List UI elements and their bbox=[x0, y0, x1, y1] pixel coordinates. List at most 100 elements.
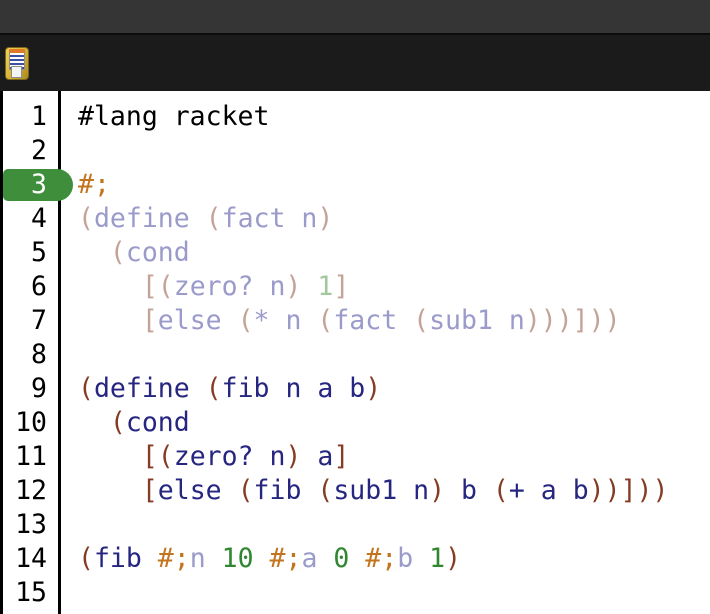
code-segment-paren: ( bbox=[237, 475, 254, 506]
code-line[interactable]: 10 (cond bbox=[3, 406, 710, 440]
code-segment-id: fib bbox=[93, 543, 158, 574]
code-segment-fadeParen: ] bbox=[333, 271, 350, 302]
code-text: [(zero? n) 1] bbox=[78, 270, 349, 304]
code-segment-paren: [ bbox=[78, 475, 158, 506]
code-segment-paren: ( bbox=[317, 475, 334, 506]
line-number[interactable]: 9 bbox=[31, 373, 47, 404]
save-floppy-disk-icon[interactable] bbox=[5, 46, 29, 80]
code-line[interactable]: 2 bbox=[3, 134, 710, 168]
code-line[interactable]: 11 [(zero? n) a] bbox=[3, 440, 710, 474]
code-segment-fadeParen: ) bbox=[317, 203, 334, 234]
code-segment-fadeId: cond bbox=[125, 237, 190, 268]
code-line[interactable]: 12 [else (fib (sub1 n) b (+ a b))])) bbox=[3, 474, 710, 508]
code-segment-fadeParen: [( bbox=[78, 271, 174, 302]
code-segment-paren: ( bbox=[492, 475, 509, 506]
code-segment-paren: ( bbox=[78, 373, 94, 404]
code-line[interactable]: 3 #; bbox=[3, 168, 710, 202]
code-segment-id: zero? n bbox=[173, 441, 286, 472]
code-segment-num: 10 bbox=[221, 543, 270, 574]
code-segment-comment: #; bbox=[78, 169, 110, 200]
code-segment-id: else bbox=[157, 475, 238, 506]
line-number[interactable]: 12 bbox=[15, 475, 47, 506]
line-number[interactable]: 11 bbox=[15, 441, 47, 472]
line-number[interactable]: 3 bbox=[31, 169, 47, 200]
code-segment-fadeNum: 1 bbox=[317, 271, 334, 302]
code-text: [(zero? n) a] bbox=[78, 440, 349, 474]
code-segment-fadeId: b bbox=[397, 543, 430, 574]
code-line[interactable]: 1 #lang racket bbox=[3, 100, 710, 134]
code-text: (define (fact n) bbox=[78, 202, 333, 236]
code-segment-id: define bbox=[93, 373, 206, 404]
code-text: (cond bbox=[78, 236, 190, 270]
code-segment-paren: ( bbox=[78, 407, 126, 438]
line-number[interactable]: 5 bbox=[31, 237, 47, 268]
code-segment-paren: ( bbox=[205, 373, 222, 404]
code-text: [else (fib (sub1 n) b (+ a b))])) bbox=[78, 474, 669, 508]
code-segment-fadeId: fact bbox=[333, 305, 414, 336]
code-segment-fadeParen: ( bbox=[78, 203, 94, 234]
active-line-badge bbox=[3, 169, 73, 201]
line-number[interactable]: 7 bbox=[31, 305, 47, 336]
line-number[interactable]: 15 bbox=[15, 577, 47, 608]
code-segment-paren: ) bbox=[429, 475, 461, 506]
code-line[interactable]: 7 [else (* n (fact (sub1 n)))])) bbox=[3, 304, 710, 338]
code-segment-paren: ( bbox=[78, 543, 94, 574]
code-segment-fadeId: sub1 n bbox=[429, 305, 525, 336]
code-text: (define (fib n a b) bbox=[78, 372, 381, 406]
code-segment-num: 0 bbox=[333, 543, 366, 574]
code-segment-paren: ) bbox=[445, 543, 462, 574]
code-text: #lang racket bbox=[78, 100, 269, 134]
code-segment-fadeParen: ( bbox=[205, 203, 222, 234]
code-segment-paren: ] bbox=[333, 441, 350, 472]
code-segment-paren: ) bbox=[285, 441, 318, 472]
line-number[interactable]: 6 bbox=[31, 271, 47, 302]
code-segment-num: 1 bbox=[429, 543, 446, 574]
code-text: (cond bbox=[78, 406, 190, 440]
line-number[interactable]: 10 bbox=[15, 407, 47, 438]
code-line[interactable]: 15 bbox=[3, 576, 710, 610]
code-segment-fadeParen: ( bbox=[78, 237, 126, 268]
code-segment-id: fib n a b bbox=[221, 373, 366, 404]
code-line[interactable]: 13 bbox=[3, 508, 710, 542]
window-titlebar bbox=[0, 0, 710, 33]
code-segment-id: b bbox=[460, 475, 493, 506]
code-segment-id: cond bbox=[125, 407, 190, 438]
code-segment-paren: ))])) bbox=[588, 475, 669, 506]
code-segment-id: fib bbox=[253, 475, 318, 506]
code-line[interactable]: 9(define (fib n a b) bbox=[3, 372, 710, 406]
line-number[interactable]: 2 bbox=[31, 135, 47, 166]
code-segment-fadeId: n bbox=[189, 543, 222, 574]
toolbar bbox=[0, 33, 710, 91]
code-segment-id: + a b bbox=[508, 475, 589, 506]
code-segment-paren: ) bbox=[365, 373, 382, 404]
code-segment-comment: #; bbox=[157, 543, 190, 574]
code-line[interactable]: 4(define (fact n) bbox=[3, 202, 710, 236]
line-number[interactable]: 13 bbox=[15, 509, 47, 540]
code-segment-fadeId: define bbox=[93, 203, 206, 234]
code-segment-fadeId: fact n bbox=[221, 203, 318, 234]
code-text: (fib #;n 10 #;a 0 #;b 1) bbox=[78, 542, 461, 576]
code-segment-fadeParen: [ bbox=[78, 305, 158, 336]
code-text: #; bbox=[78, 168, 110, 202]
line-number[interactable]: 1 bbox=[31, 101, 47, 132]
code-segment-fadeId: a bbox=[301, 543, 334, 574]
floppy-shutter bbox=[11, 65, 22, 78]
code-segment-fadeParen: ( bbox=[237, 305, 254, 336]
code-segment-paren: [( bbox=[78, 441, 174, 472]
code-segment-fadeId: else bbox=[157, 305, 238, 336]
code-text: [else (* n (fact (sub1 n)))])) bbox=[78, 304, 621, 338]
line-number[interactable]: 4 bbox=[31, 203, 47, 234]
code-segment-plain: #lang racket bbox=[78, 101, 270, 132]
code-line[interactable]: 5 (cond bbox=[3, 236, 710, 270]
code-segment-comment: #; bbox=[365, 543, 398, 574]
code-segment-fadeParen: )))])) bbox=[524, 305, 621, 336]
code-line[interactable]: 6 [(zero? n) 1] bbox=[3, 270, 710, 304]
line-number[interactable]: 8 bbox=[31, 339, 47, 370]
code-segment-id: a bbox=[317, 441, 334, 472]
line-number[interactable]: 14 bbox=[15, 543, 47, 574]
code-segment-comment: #; bbox=[269, 543, 302, 574]
code-line[interactable]: 14(fib #;n 10 #;a 0 #;b 1) bbox=[3, 542, 710, 576]
code-line[interactable]: 8 bbox=[3, 338, 710, 372]
code-segment-id: sub1 n bbox=[333, 475, 430, 506]
